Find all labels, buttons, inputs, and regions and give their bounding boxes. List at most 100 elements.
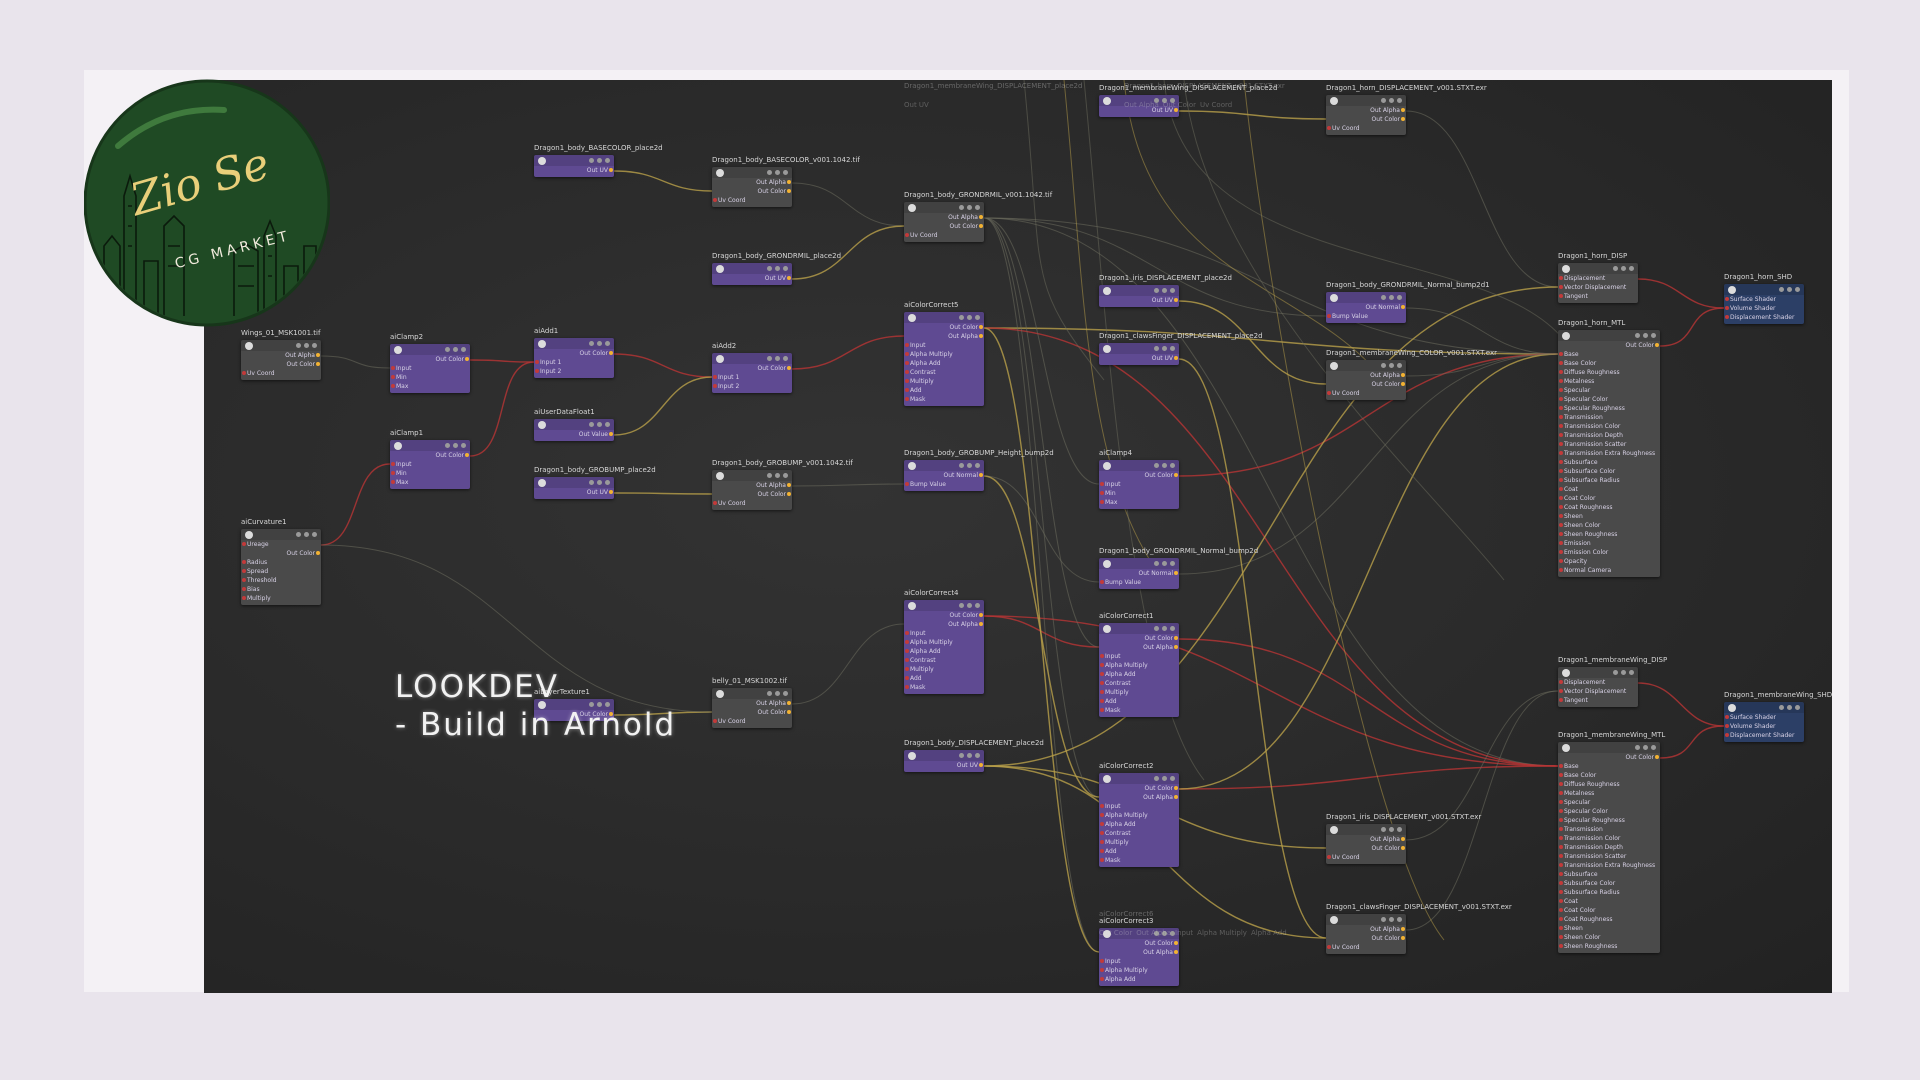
node-toggle-icon[interactable] xyxy=(1621,670,1626,675)
node-toggle-icon[interactable] xyxy=(589,341,594,346)
node-port[interactable]: Coat Color xyxy=(1558,906,1660,915)
node-header[interactable] xyxy=(1099,95,1179,106)
node-port[interactable]: Base xyxy=(1558,762,1660,771)
node-toggle-icon[interactable] xyxy=(959,753,964,758)
node-disp-place[interactable]: Out UV xyxy=(904,750,984,772)
node-port[interactable]: Alpha Multiply xyxy=(904,638,984,647)
node-toggle-icon[interactable] xyxy=(1154,931,1159,936)
node-port[interactable]: Alpha Multiply xyxy=(1099,661,1179,670)
node-toggle-icon[interactable] xyxy=(1381,98,1386,103)
node-toggle-icon[interactable] xyxy=(967,753,972,758)
node-port[interactable]: Sheen Roughness xyxy=(1558,942,1660,951)
node-port[interactable]: Subsurface Color xyxy=(1558,467,1660,476)
node-toggle-icon[interactable] xyxy=(967,315,972,320)
node-port[interactable]: Subsurface Color xyxy=(1558,879,1660,888)
node-toggle-icon[interactable] xyxy=(589,158,594,163)
node-port[interactable]: Specular Roughness xyxy=(1558,404,1660,413)
node-port[interactable]: Input 2 xyxy=(712,382,792,391)
node-port[interactable]: Out Color xyxy=(534,710,614,719)
node-port[interactable]: Diffuse Roughness xyxy=(1558,368,1660,377)
node-toggle-icon[interactable] xyxy=(967,205,972,210)
node-toggle-icon[interactable] xyxy=(975,603,980,608)
node-toggle-icon[interactable] xyxy=(1397,295,1402,300)
node-header[interactable] xyxy=(534,699,614,710)
node-header[interactable] xyxy=(1099,285,1179,296)
node-toggle-icon[interactable] xyxy=(783,691,788,696)
node-port[interactable]: Out Color xyxy=(1326,844,1406,853)
node-port[interactable]: Alpha Multiply xyxy=(904,350,984,359)
node-toggle-icon[interactable] xyxy=(1162,288,1167,293)
node-port[interactable]: Alpha Add xyxy=(1099,975,1179,984)
node-toggle-icon[interactable] xyxy=(775,266,780,271)
node-port[interactable]: Out Color xyxy=(534,349,614,358)
node-port[interactable]: Out Alpha xyxy=(1326,835,1406,844)
node-toggle-icon[interactable] xyxy=(312,532,317,537)
node-port[interactable]: Specular xyxy=(1558,386,1660,395)
node-port[interactable]: Bump Value xyxy=(1099,578,1179,587)
node-toggle-icon[interactable] xyxy=(605,422,610,427)
node-toggle-icon[interactable] xyxy=(605,702,610,707)
node-port[interactable]: Uv Coord xyxy=(1326,124,1406,133)
node-toggle-icon[interactable] xyxy=(1389,295,1394,300)
node-toggle-icon[interactable] xyxy=(1162,776,1167,781)
node-port[interactable]: Max xyxy=(1099,498,1179,507)
node-port[interactable]: Out Color xyxy=(241,549,321,558)
node-toggle-icon[interactable] xyxy=(597,341,602,346)
node-toggle-icon[interactable] xyxy=(1162,98,1167,103)
node-port[interactable]: Emission xyxy=(1558,539,1660,548)
node-toggle-icon[interactable] xyxy=(296,532,301,537)
node-header[interactable] xyxy=(1724,284,1804,295)
node-toggle-icon[interactable] xyxy=(1381,295,1386,300)
node-port[interactable]: Specular Color xyxy=(1558,807,1660,816)
node-port[interactable]: Out Color xyxy=(712,187,792,196)
node-toggle-icon[interactable] xyxy=(453,347,458,352)
node-toggle-icon[interactable] xyxy=(1170,626,1175,631)
node-port[interactable]: Out UV xyxy=(534,488,614,497)
node-port[interactable]: Transmission Color xyxy=(1558,834,1660,843)
node-header[interactable] xyxy=(1099,460,1179,471)
node-port[interactable]: Specular Color xyxy=(1558,395,1660,404)
node-port[interactable]: Out Color xyxy=(390,451,470,460)
node-toggle-icon[interactable] xyxy=(461,347,466,352)
node-toggle-icon[interactable] xyxy=(1170,561,1175,566)
node-port[interactable]: Out Color xyxy=(1558,341,1660,350)
node-port[interactable]: Displacement xyxy=(1558,678,1638,687)
node-toggle-icon[interactable] xyxy=(1162,561,1167,566)
node-port[interactable]: Transmission Color xyxy=(1558,422,1660,431)
node-port[interactable]: Add xyxy=(1099,697,1179,706)
node-header[interactable] xyxy=(712,470,792,481)
node-port[interactable]: Alpha Add xyxy=(1099,670,1179,679)
node-port[interactable]: Mask xyxy=(1099,856,1179,865)
node-toggle-icon[interactable] xyxy=(1381,363,1386,368)
node-port[interactable]: Out Color xyxy=(904,222,984,231)
node-port[interactable]: Subsurface xyxy=(1558,870,1660,879)
node-header[interactable] xyxy=(904,460,984,471)
node-toggle-icon[interactable] xyxy=(1154,288,1159,293)
node-port[interactable]: Tangent xyxy=(1558,696,1638,705)
node-port[interactable]: Min xyxy=(390,373,470,382)
node-port[interactable]: Sheen Roughness xyxy=(1558,530,1660,539)
node-port[interactable]: Out Color xyxy=(904,323,984,332)
node-port[interactable]: Sheen xyxy=(1558,924,1660,933)
node-port[interactable]: Input xyxy=(390,364,470,373)
node-toggle-icon[interactable] xyxy=(967,603,972,608)
node-port[interactable]: Uv Coord xyxy=(712,196,792,205)
node-toggle-icon[interactable] xyxy=(296,343,301,348)
node-toggle-icon[interactable] xyxy=(975,753,980,758)
node-port[interactable]: Out Value xyxy=(534,430,614,439)
node-toggle-icon[interactable] xyxy=(453,443,458,448)
node-port[interactable]: Normal Camera xyxy=(1558,566,1660,575)
